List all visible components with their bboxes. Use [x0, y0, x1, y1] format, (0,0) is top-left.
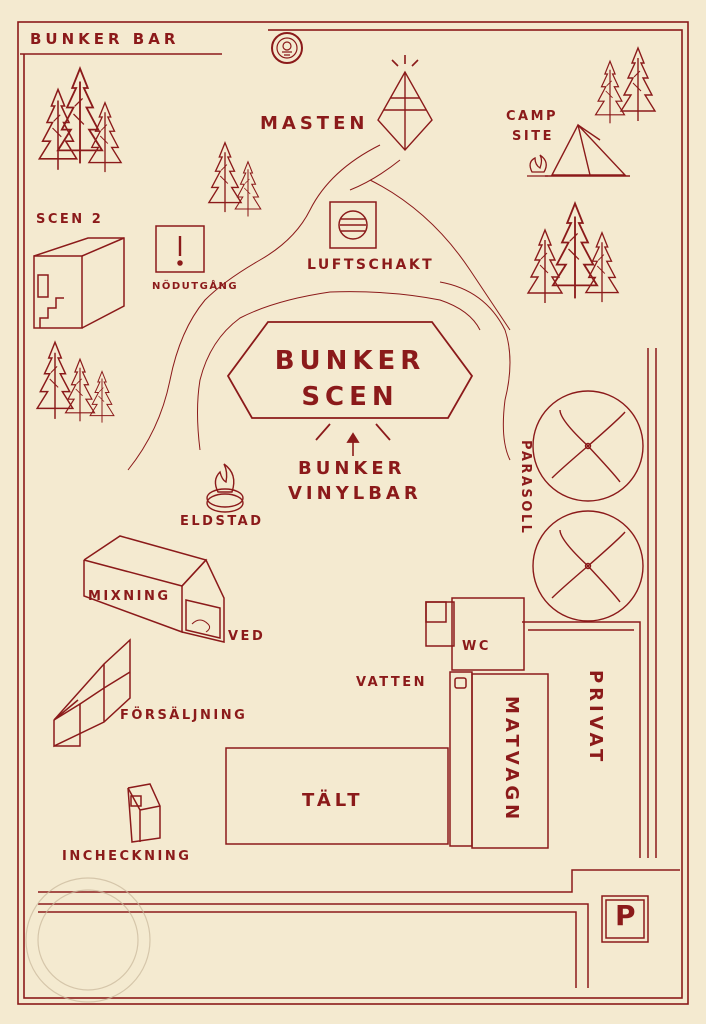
label-incheckning: INCHECKNING — [62, 849, 192, 864]
label-masten: MASTEN — [260, 113, 369, 134]
mixning-building — [83, 535, 225, 643]
label-vatten: VATTEN — [356, 675, 428, 690]
fire-pit-icon — [206, 463, 244, 513]
site-structures — [38, 348, 680, 988]
radio-mast-icon — [377, 55, 433, 152]
parking-letter: P — [615, 899, 636, 932]
label-vinylbar-2: VINYLBAR — [288, 483, 422, 504]
tent-icon — [545, 123, 630, 177]
label-luftschakt: LUFTSCHAKT — [307, 257, 435, 273]
bunker-scen-stage — [226, 321, 474, 456]
label-privat: PRIVAT — [585, 670, 606, 766]
label-wc: WC — [462, 639, 491, 654]
label-forsaljning: FÖRSÄLJNING — [120, 708, 248, 723]
label-eldstad: ELDSTAD — [180, 514, 264, 529]
label-bunker-scen-2: SCEN — [301, 382, 399, 412]
label-camp: CAMP — [506, 109, 559, 124]
label-parasoll: PARASOLL — [518, 440, 533, 536]
parasol-icon — [532, 390, 644, 622]
exclamation-sign-icon — [155, 225, 205, 273]
label-site: SITE — [512, 129, 554, 144]
label-bunker-scen-1: BUNKER — [274, 346, 426, 376]
forsaljning-stall — [53, 638, 131, 748]
stamp-mark — [25, 877, 151, 1003]
terrain-paths — [127, 144, 511, 471]
incheckning-kiosk — [127, 783, 161, 843]
map-border — [17, 21, 689, 1005]
label-ved: VED — [228, 629, 266, 644]
vent-grille-icon — [329, 201, 377, 249]
scen2-building — [33, 237, 125, 329]
parking-sign-icon — [601, 895, 649, 943]
label-vinylbar-1: BUNKER — [298, 458, 406, 479]
label-matvagn: MATVAGN — [501, 696, 522, 824]
label-mixning: MIXNING — [88, 589, 171, 604]
campfire-icon — [527, 154, 548, 177]
map-title: BUNKER BAR — [30, 30, 180, 48]
label-nodutgang: NÖDUTGÅNG — [152, 281, 239, 292]
label-talt: TÄLT — [302, 790, 364, 811]
logo-emblem-icon — [271, 32, 303, 64]
label-scen2: SCEN 2 — [36, 212, 104, 227]
